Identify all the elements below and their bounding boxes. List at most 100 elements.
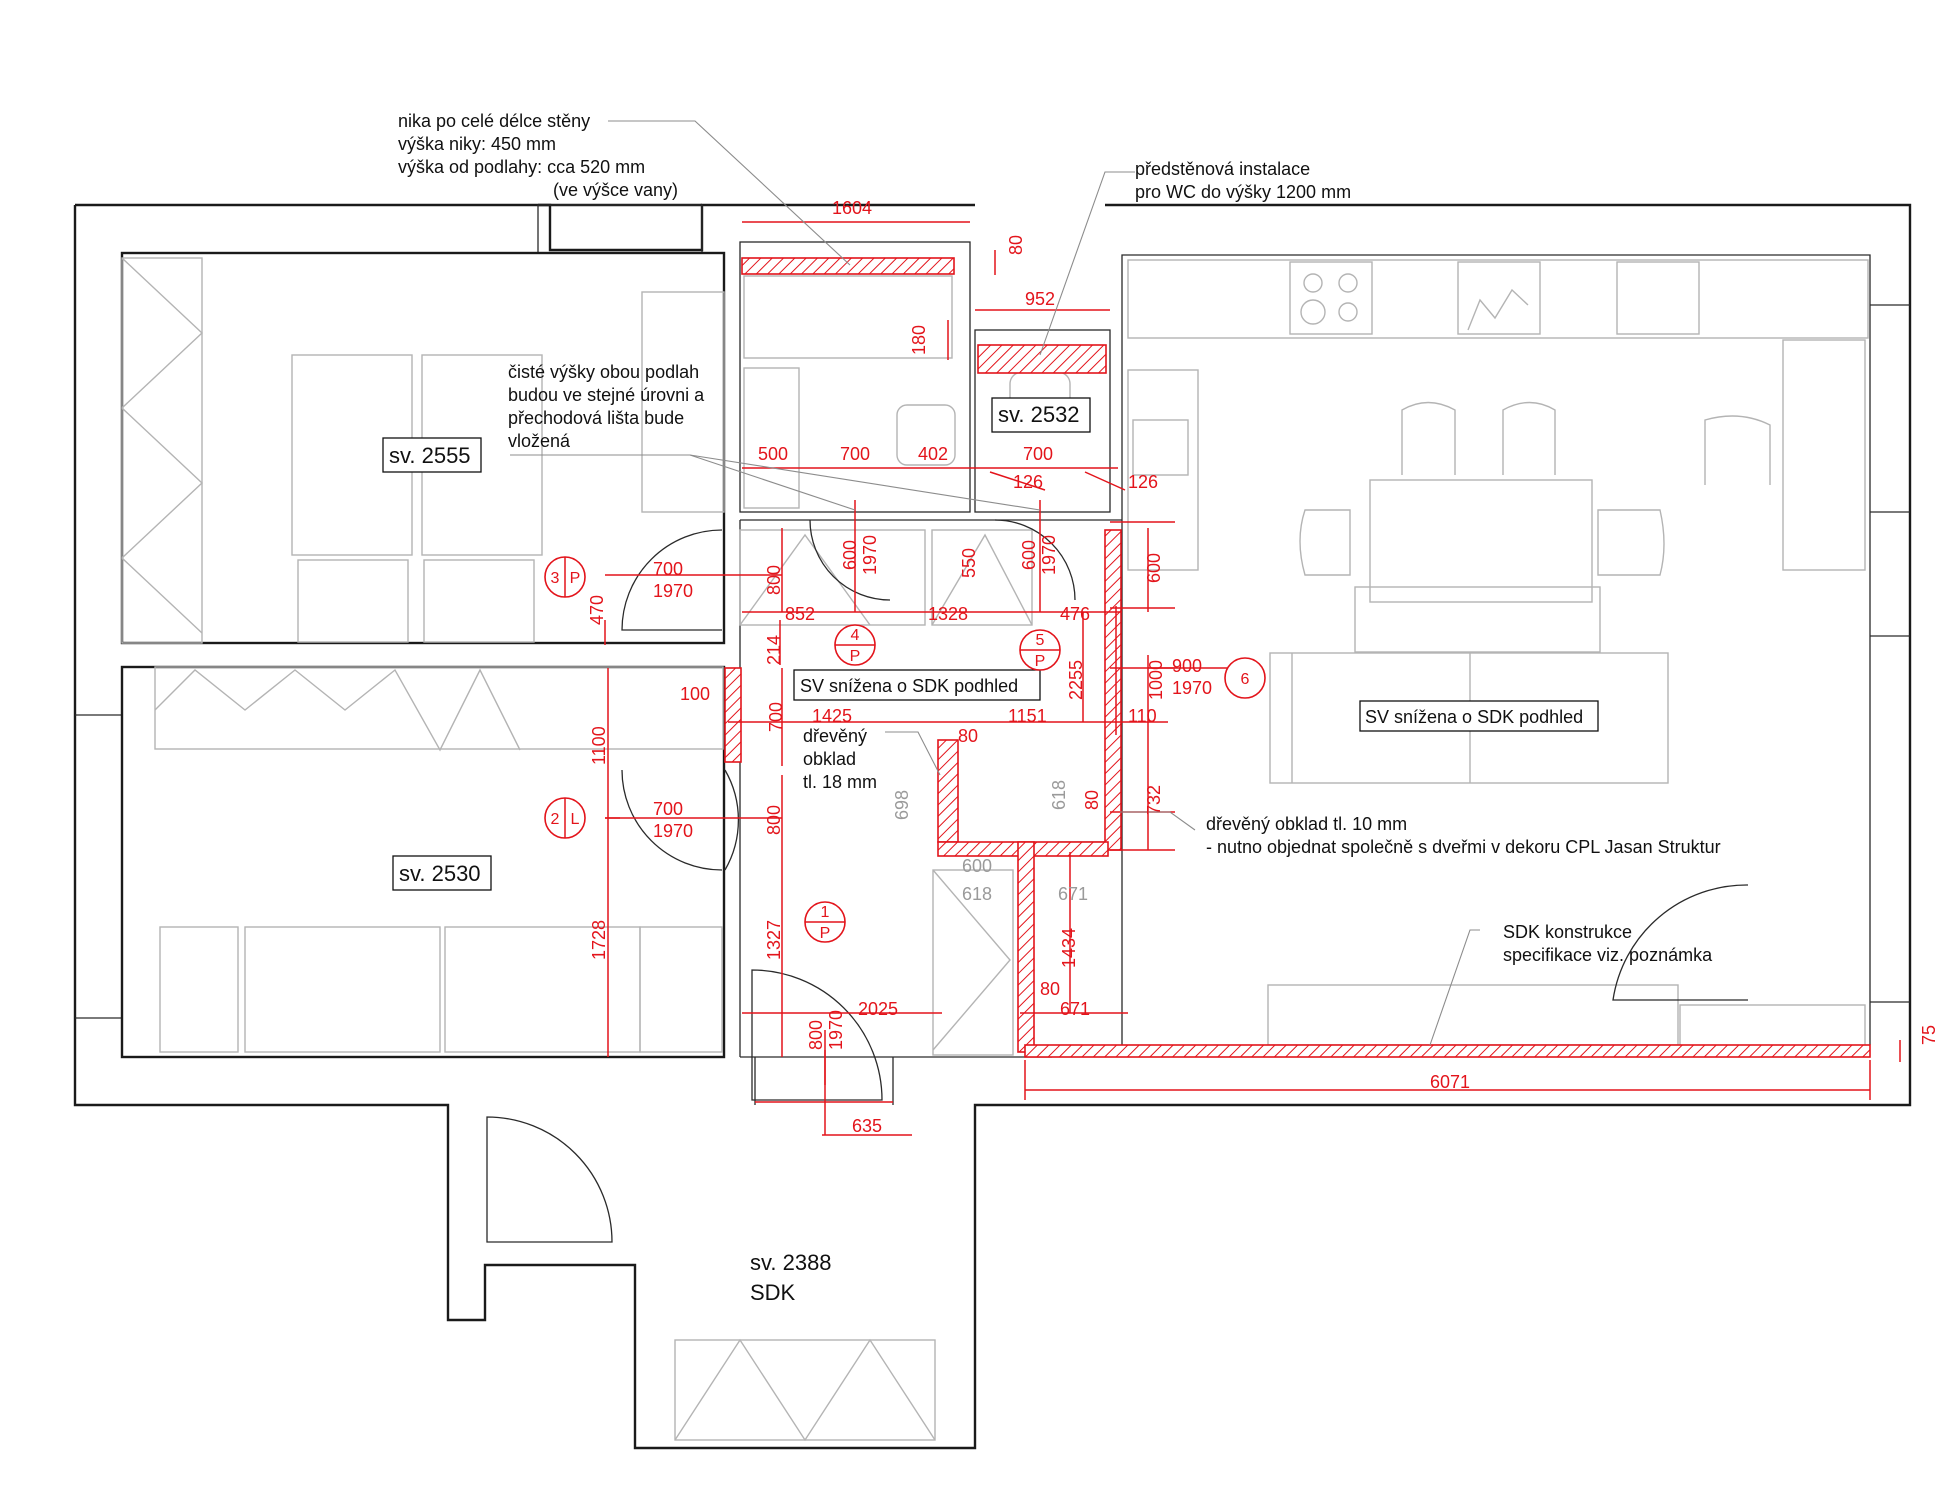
dim-80-right: 80 [1082,790,1102,810]
note-wc-1: předstěnová instalace [1135,159,1310,179]
ceiling-label-living: SV snížena o SDK podhled [1365,707,1583,727]
dim-600-door4: 600 [840,540,860,570]
dim-1970-door4: 1970 [860,535,880,575]
dim-214: 214 [764,635,784,665]
dim-700-wc: 700 [1023,444,1053,464]
dim-500: 500 [758,444,788,464]
dim-1328: 1328 [928,604,968,624]
door2-width: 700 [653,799,683,819]
svg-text:4: 4 [851,627,860,644]
dim-1100: 1100 [589,726,609,765]
dim-1000: 1000 [1146,660,1166,700]
dim-470: 470 [587,595,607,625]
room-labels: sv. 2555 sv. 2532 sv. 2530 sv. 2388 SDK … [382,397,1599,1305]
dim-600-door5: 600 [1019,540,1039,570]
dim-110: 110 [1128,706,1157,726]
outer-walls [73,203,1912,1450]
dim-126-b: 126 [1128,472,1158,492]
dim-2255: 2255 [1066,660,1086,700]
dim-671: 671 [1060,999,1090,1019]
dim-618-vert: 618 [1049,780,1069,810]
dim-600-right: 600 [1144,553,1164,583]
dim-800-room2: 800 [764,805,784,835]
furniture [120,257,1869,1442]
dim-80-top: 80 [1006,235,1026,255]
dim-476: 476 [1060,604,1090,624]
dim-618-horiz: 618 [962,884,992,904]
dim-600-corridor: 600 [962,856,992,876]
dim-80-bottom: 80 [1040,979,1060,999]
note-niche-4: (ve výšce vany) [553,180,678,200]
dim-1604: 1604 [832,198,872,218]
dimension-lines [604,221,1901,1136]
note-niche-2: výška niky: 450 mm [398,134,556,154]
note-niche-1: nika po celé délce stěny [398,111,590,131]
dim-1434: 1434 [1059,928,1079,968]
room-label-2530: sv. 2530 [399,861,481,886]
note-wood10-1: dřevěný obklad tl. 10 mm [1206,814,1407,834]
note-sdk-1: SDK konstrukce [1503,922,1632,942]
svg-text:5: 5 [1036,632,1045,649]
dim-1327: 1327 [764,920,784,960]
svg-text:3: 3 [551,570,560,587]
dim-180: 180 [909,325,929,355]
dim-75: 75 [1919,1025,1939,1045]
dim-698: 698 [892,790,912,820]
room-label-2388: sv. 2388 [750,1250,832,1275]
note-wood10-2: - nutno objednat společně s dveřmi v dek… [1206,837,1721,857]
svg-text:P: P [850,648,861,665]
room-walls [120,241,1871,1105]
door-tag-6 [1224,657,1266,699]
dim-700-corridor: 700 [766,702,786,732]
dim-100: 100 [680,684,710,704]
leader-lines [510,120,1480,1046]
svg-text:1: 1 [821,904,830,921]
dim-1151: 1151 [1008,706,1047,726]
note-floor-1: čisté výšky obou podlah [508,362,699,382]
svg-text:P: P [1035,653,1046,670]
dim-700-bath: 700 [840,444,870,464]
note-floor-2: budou ve stejné úrovni a [508,385,705,405]
svg-text:P: P [570,570,581,587]
dim-635: 635 [852,1116,882,1136]
note-wood18-3: tl. 18 mm [803,772,877,792]
dim-1425: 1425 [812,706,852,726]
room-label-2555: sv. 2555 [389,443,471,468]
dimension-values: 1604 80 952 180 500 700 402 700 126 126 … [587,198,1939,1136]
door-tags: 3 P 4 P 5 P 6 2 L 1 P [544,556,1266,943]
dim-2025: 2025 [858,999,898,1019]
dim-550: 550 [959,548,979,578]
note-niche-3: výška od podlahy: cca 520 mm [398,157,645,177]
dim-671-grey: 671 [1058,884,1088,904]
note-wood18-1: dřevěný [803,726,867,746]
svg-text:6: 6 [1241,671,1250,688]
dim-900-door6: 900 [1172,656,1202,676]
dim-800-corridor: 800 [764,565,784,595]
door3-width: 700 [653,559,683,579]
dim-6071: 6071 [1430,1072,1470,1092]
note-floor-4: vložená [508,431,571,451]
room-label-2388-sdk: SDK [750,1280,796,1305]
note-wc-2: pro WC do výšky 1200 mm [1135,182,1351,202]
dim-852: 852 [785,604,815,624]
doors [486,519,1749,1243]
dim-402: 402 [918,444,948,464]
dim-732: 732 [1144,785,1164,815]
door3-height: 1970 [653,581,693,601]
dim-1728: 1728 [589,920,609,960]
dim-952: 952 [1025,289,1055,309]
svg-text:P: P [820,925,831,942]
door2-height: 1970 [653,821,693,841]
svg-text:2: 2 [551,811,560,828]
dim-80-mid: 80 [958,726,978,746]
note-sdk-2: specifikace viz. poznámka [1503,945,1713,965]
dim-126-a: 126 [1013,472,1043,492]
dim-800-entry: 800 [806,1020,826,1050]
annotation-notes: nika po celé délce stěny výška niky: 450… [398,111,1721,965]
dim-1970-door5: 1970 [1039,535,1059,575]
dim-1970-door6: 1970 [1172,678,1212,698]
ceiling-label-hall: SV snížena o SDK podhled [800,676,1018,696]
note-wood18-2: obklad [803,749,856,769]
dim-1970-entry: 1970 [826,1010,846,1050]
